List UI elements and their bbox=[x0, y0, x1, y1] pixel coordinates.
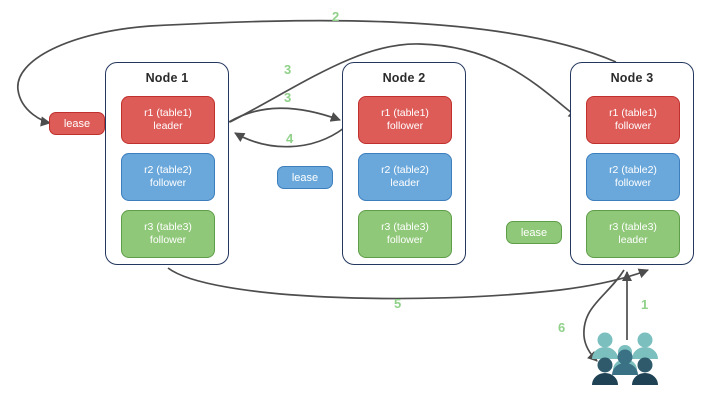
replica-r1-node1[interactable]: r1 (table1) leader bbox=[121, 96, 215, 144]
replica-name: r2 (table2) bbox=[144, 164, 192, 176]
lease-box-red[interactable]: lease bbox=[49, 112, 105, 135]
users-group-icon bbox=[588, 330, 662, 390]
replica-r2-node2[interactable]: r2 (table2) leader bbox=[358, 153, 452, 201]
replica-name: r2 (table2) bbox=[609, 164, 657, 176]
replica-name: r1 (table1) bbox=[381, 107, 429, 119]
edge-label-3-upper: 3 bbox=[284, 62, 292, 77]
node-box-node1[interactable]: Node 1 r1 (table1) leader r2 (table2) fo… bbox=[105, 62, 229, 265]
node-box-node3[interactable]: Node 3 r1 (table1) follower r2 (table2) … bbox=[570, 62, 694, 265]
replica-role: leader bbox=[390, 177, 420, 189]
replica-name: r3 (table3) bbox=[144, 221, 192, 233]
edge-label-5: 5 bbox=[394, 296, 402, 311]
lease-box-blue[interactable]: lease bbox=[277, 166, 333, 189]
replica-role: follower bbox=[614, 177, 652, 189]
replica-name: r2 (table2) bbox=[381, 164, 429, 176]
replica-role: follower bbox=[149, 234, 187, 246]
replica-role: follower bbox=[149, 177, 187, 189]
edge-label-6: 6 bbox=[558, 320, 566, 335]
replica-r3-node1[interactable]: r3 (table3) follower bbox=[121, 210, 215, 258]
replica-r1-node3[interactable]: r1 (table1) follower bbox=[586, 96, 680, 144]
replica-role: follower bbox=[614, 120, 652, 132]
node-box-node2[interactable]: Node 2 r1 (table1) follower r2 (table2) … bbox=[342, 62, 466, 265]
replica-r2-node1[interactable]: r2 (table2) follower bbox=[121, 153, 215, 201]
edge-label-3-lower: 3 bbox=[284, 90, 292, 105]
replica-r1-node2[interactable]: r1 (table1) follower bbox=[358, 96, 452, 144]
replica-role: leader bbox=[153, 120, 183, 132]
replica-name: r3 (table3) bbox=[381, 221, 429, 233]
edge-label-2: 2 bbox=[332, 9, 340, 24]
replica-role: leader bbox=[618, 234, 648, 246]
users-icon bbox=[592, 332, 658, 385]
node-title: Node 2 bbox=[382, 71, 426, 85]
node-title: Node 3 bbox=[610, 71, 654, 85]
edge-5-path bbox=[167, 267, 649, 300]
lease-box-green[interactable]: lease bbox=[506, 221, 562, 244]
node-title: Node 1 bbox=[145, 71, 189, 85]
replica-r2-node3[interactable]: r2 (table2) follower bbox=[586, 153, 680, 201]
replica-role: follower bbox=[386, 120, 424, 132]
replica-r3-node3[interactable]: r3 (table3) leader bbox=[586, 210, 680, 258]
replica-name: r1 (table1) bbox=[144, 107, 192, 119]
replica-name: r1 (table1) bbox=[609, 107, 657, 119]
replica-name: r3 (table3) bbox=[609, 221, 657, 233]
replica-r3-node2[interactable]: r3 (table3) follower bbox=[358, 210, 452, 258]
edge-label-4: 4 bbox=[286, 131, 294, 146]
edge-3-short-path bbox=[228, 107, 341, 123]
replica-role: follower bbox=[386, 234, 424, 246]
edge-label-1: 1 bbox=[641, 297, 649, 312]
